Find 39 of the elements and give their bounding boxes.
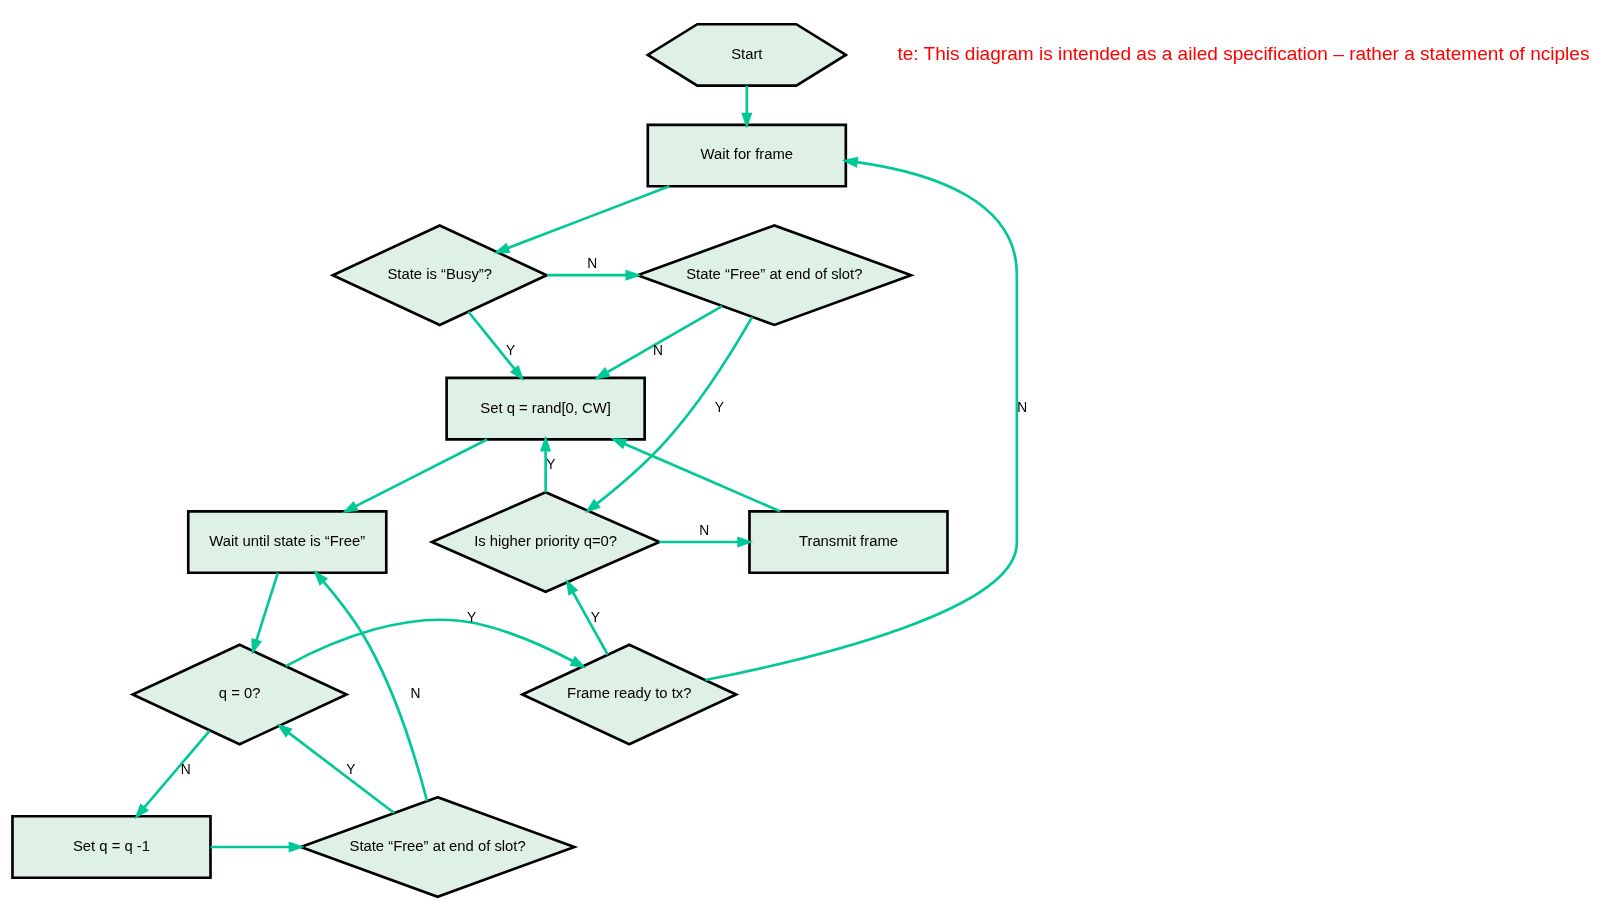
edge-label: N xyxy=(652,343,663,359)
edge-label: Y xyxy=(546,457,556,473)
arrow xyxy=(493,185,670,254)
edge-label: N xyxy=(699,523,710,539)
arrow xyxy=(285,618,587,669)
node-box: Set q = rand[0, CW] xyxy=(445,376,646,441)
edge-label: Y xyxy=(590,609,600,625)
arrow xyxy=(705,156,1019,682)
arrow xyxy=(659,536,754,548)
arrow xyxy=(276,723,395,814)
label: te: This diagram is intended as a ailed specification – rather a statement of nciples xyxy=(897,42,1590,64)
edge-label: Y xyxy=(714,400,724,416)
arrow xyxy=(342,438,488,514)
arrow xyxy=(467,310,525,381)
arrow xyxy=(584,316,754,513)
node-box: Set q = q -1 xyxy=(11,814,212,880)
node-box: Wait until state is “Free” xyxy=(186,510,388,575)
edge-label: Y xyxy=(346,762,356,778)
edge-label: N xyxy=(1017,400,1028,416)
node-box: Wait for frame xyxy=(646,123,848,188)
arrow xyxy=(594,305,723,380)
node-diamond: q = 0? xyxy=(129,643,350,746)
edge-label: Y xyxy=(506,343,516,359)
arrow xyxy=(540,435,552,493)
edge-label: N xyxy=(587,256,598,272)
arrow xyxy=(565,579,609,656)
arrow xyxy=(134,729,211,820)
arrow xyxy=(547,269,642,281)
arrow xyxy=(741,85,753,129)
edge-label: Y xyxy=(466,609,477,625)
edge-label: N xyxy=(180,762,191,778)
node-box: Transmit frame xyxy=(748,510,949,575)
edge-label: N xyxy=(410,686,421,702)
arrow xyxy=(210,841,305,853)
node-diamond: Frame ready to tx? xyxy=(519,643,740,746)
arrow xyxy=(610,437,781,513)
arrow xyxy=(251,572,280,655)
arrow xyxy=(313,570,429,802)
node-diamond: State is “Busy”? xyxy=(329,223,550,327)
